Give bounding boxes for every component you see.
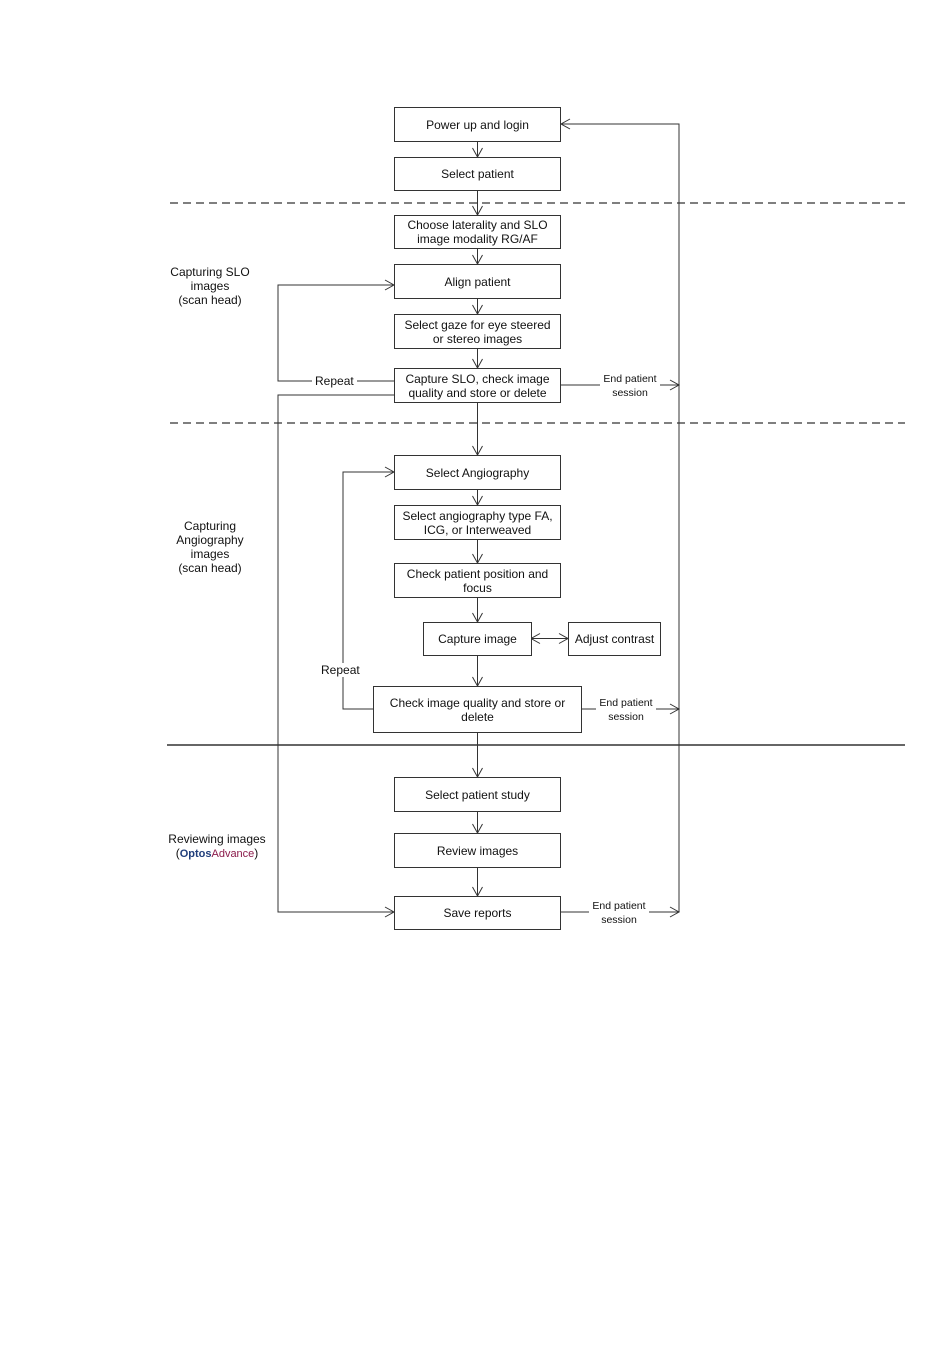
end-session-label-angio: End patient session: [596, 696, 656, 724]
review-open-paren: (: [175, 846, 180, 860]
step-check-position: Check patient position and focus: [394, 563, 561, 598]
step-review-images: Review images: [394, 833, 561, 868]
loop-slo-repeat: [277, 279, 396, 382]
step-save-reports: Save reports: [394, 896, 561, 930]
brand-advance: Advance: [211, 848, 255, 860]
step-select-patient: Select patient: [394, 157, 561, 191]
step-select-study: Select patient study: [394, 777, 561, 812]
review-close-paren: ): [254, 846, 259, 860]
step-select-gaze-label: Select gaze for eye steered or stereo im…: [404, 317, 551, 346]
step-save-reports-label: Save reports: [443, 906, 512, 920]
step-select-study-label: Select patient study: [425, 787, 530, 802]
end-session-label-review: End patient session: [589, 899, 649, 927]
section-label-angio: Capturing Angiography images (scan head): [176, 519, 244, 575]
end-session-label-slo: End patient session: [600, 372, 660, 400]
step-power-up: Power up and login: [394, 107, 561, 142]
repeat-label-slo: Repeat: [312, 374, 357, 388]
step-capture-slo: Capture SLO, check image quality and sto…: [394, 368, 561, 403]
step-capture-image-label: Capture image: [438, 632, 517, 646]
step-align-patient-label: Align patient: [444, 274, 511, 289]
step-select-angiography: Select Angiography: [394, 455, 561, 490]
step-select-gaze: Select gaze for eye steered or stereo im…: [394, 314, 561, 349]
step-select-angio-type-label: Select angiography type FA, ICG, or Inte…: [402, 508, 553, 537]
step-check-position-label: Check patient position and focus: [406, 566, 549, 595]
step-capture-image: Capture image: [423, 622, 532, 656]
review-label-text: Reviewing images: [168, 832, 266, 846]
step-adjust-contrast-label: Adjust contrast: [574, 632, 655, 646]
section-label-slo: Capturing SLO images (scan head): [170, 265, 250, 307]
repeat-label-angio: Repeat: [318, 663, 363, 677]
step-adjust-contrast: Adjust contrast: [568, 622, 661, 656]
step-select-angiography-label: Select Angiography: [425, 465, 530, 480]
section-label-review: Reviewing images (OptosAdvance): [160, 832, 274, 861]
path-slo-to-save: [277, 394, 396, 918]
step-select-patient-label: Select patient: [441, 167, 514, 181]
step-select-angio-type: Select angiography type FA, ICG, or Inte…: [394, 505, 561, 540]
step-check-quality: Check image quality and store or delete: [373, 686, 582, 733]
loop-angio-repeat: [342, 466, 396, 710]
step-align-patient: Align patient: [394, 264, 561, 299]
brand-optos: Optos: [179, 848, 212, 860]
step-check-quality-label: Check image quality and store or delete: [389, 695, 566, 724]
step-power-up-label: Power up and login: [426, 117, 529, 132]
step-choose-laterality: Choose laterality and SLO image modality…: [394, 215, 561, 249]
step-capture-slo-label: Capture SLO, check image quality and sto…: [405, 371, 550, 400]
step-choose-laterality-label: Choose laterality and SLO image modality…: [407, 218, 548, 246]
step-review-images-label: Review images: [436, 843, 519, 858]
return-to-login: [559, 118, 680, 912]
